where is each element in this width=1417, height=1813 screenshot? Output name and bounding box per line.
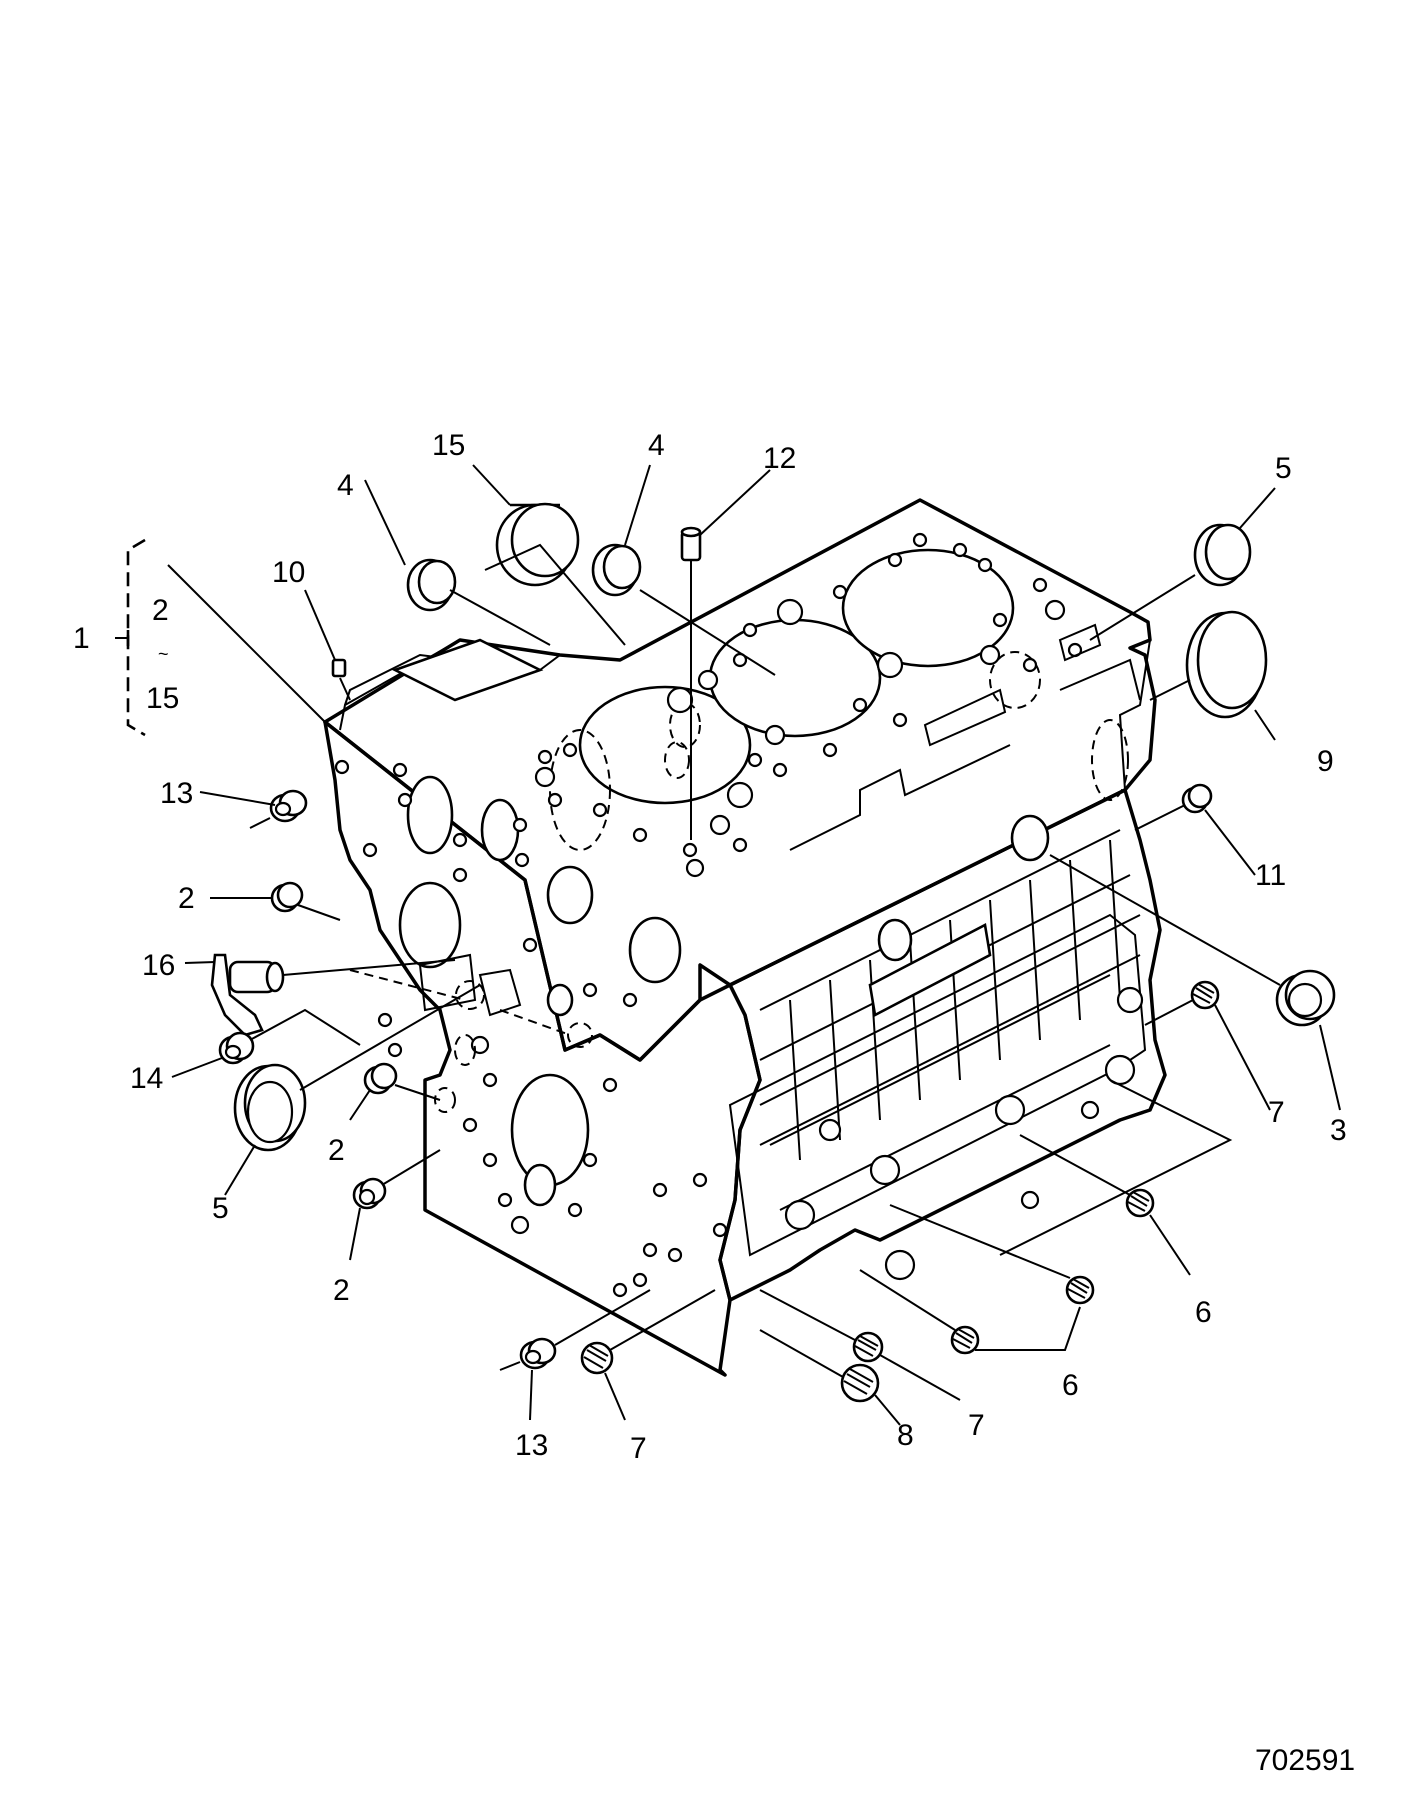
pin-11 <box>1181 783 1213 814</box>
front-face-holes <box>334 759 728 1298</box>
callout-15-top: 15 <box>432 429 465 462</box>
callout-10: 10 <box>272 556 305 589</box>
callout-2-mid: 2 <box>328 1134 345 1167</box>
sleeve-13-bottom <box>519 1337 557 1370</box>
callout-13-left: 13 <box>160 777 193 810</box>
callout-5-top-right: 5 <box>1275 452 1292 485</box>
callout-3: 3 <box>1330 1114 1347 1147</box>
callout-5-left: 5 <box>212 1192 229 1225</box>
bushing-3 <box>1275 969 1336 1027</box>
callout-7-right: 7 <box>1268 1096 1285 1129</box>
range-end-label: 15 <box>146 682 179 715</box>
leader-lines <box>167 464 1341 1426</box>
pin-10 <box>331 658 347 678</box>
sleeve-14 <box>218 1031 255 1065</box>
callout-2-bottom: 2 <box>333 1274 350 1307</box>
callout-4-top-mid: 4 <box>648 429 665 462</box>
assembly-callout-1: 1 <box>73 622 90 655</box>
callout-12: 12 <box>763 442 796 475</box>
assembly-group-bracket: 1 2 ~ 15 <box>73 538 179 737</box>
callout-13-bottom: 13 <box>515 1429 548 1462</box>
plug-4-top-left <box>406 558 457 612</box>
callout-2-left: 2 <box>178 882 195 915</box>
callout-4-top-left: 4 <box>337 469 354 502</box>
plug-2-left <box>270 881 304 913</box>
screw-plug-7-bottom-left <box>580 1341 614 1375</box>
deck-bolt-holes <box>534 532 1083 878</box>
drawing-number: 702591 <box>1255 1744 1355 1777</box>
callout-8: 8 <box>897 1419 914 1452</box>
screw-plug-6-right <box>1125 1188 1155 1218</box>
callout-7-bottom-mid: 7 <box>968 1409 985 1442</box>
callout-6-right: 6 <box>1195 1296 1212 1329</box>
callout-11: 11 <box>1255 859 1286 892</box>
range-symbol: ~ <box>158 644 169 664</box>
plug-4-top-mid <box>591 543 642 597</box>
loose-parts <box>210 502 1336 1403</box>
screw-plug-7-bottom-mid <box>852 1331 884 1363</box>
seal-5-left <box>233 1063 307 1152</box>
callout-6-bottom: 6 <box>1062 1369 1079 1402</box>
sensor-16 <box>210 953 285 1037</box>
sleeve-13-left <box>269 789 308 823</box>
plug-5-top-right <box>1193 523 1252 587</box>
callout-9: 9 <box>1317 745 1334 778</box>
plug-2-mid <box>363 1062 398 1095</box>
callout-16: 16 <box>142 949 175 982</box>
plug-2-bottom <box>352 1177 387 1210</box>
dowel-pin-12 <box>680 526 702 562</box>
callout-7-bottom-left: 7 <box>630 1432 647 1465</box>
seal-9 <box>1185 610 1268 719</box>
callout-labels: 15 4 12 5 4 10 9 13 11 2 16 14 7 3 2 5 2… <box>130 429 1347 1465</box>
screw-plug-6-bottom-b <box>950 1325 980 1355</box>
screw-plug-8 <box>840 1363 880 1403</box>
screw-plug-7-right <box>1190 980 1220 1010</box>
callout-14: 14 <box>130 1062 163 1095</box>
plug-15-top <box>495 502 580 587</box>
screw-plug-6-bottom-a <box>1065 1275 1095 1305</box>
range-start-label: 2 <box>152 594 169 627</box>
crankcase-ribs <box>759 829 1141 1161</box>
cylinder-block <box>323 498 1167 1377</box>
